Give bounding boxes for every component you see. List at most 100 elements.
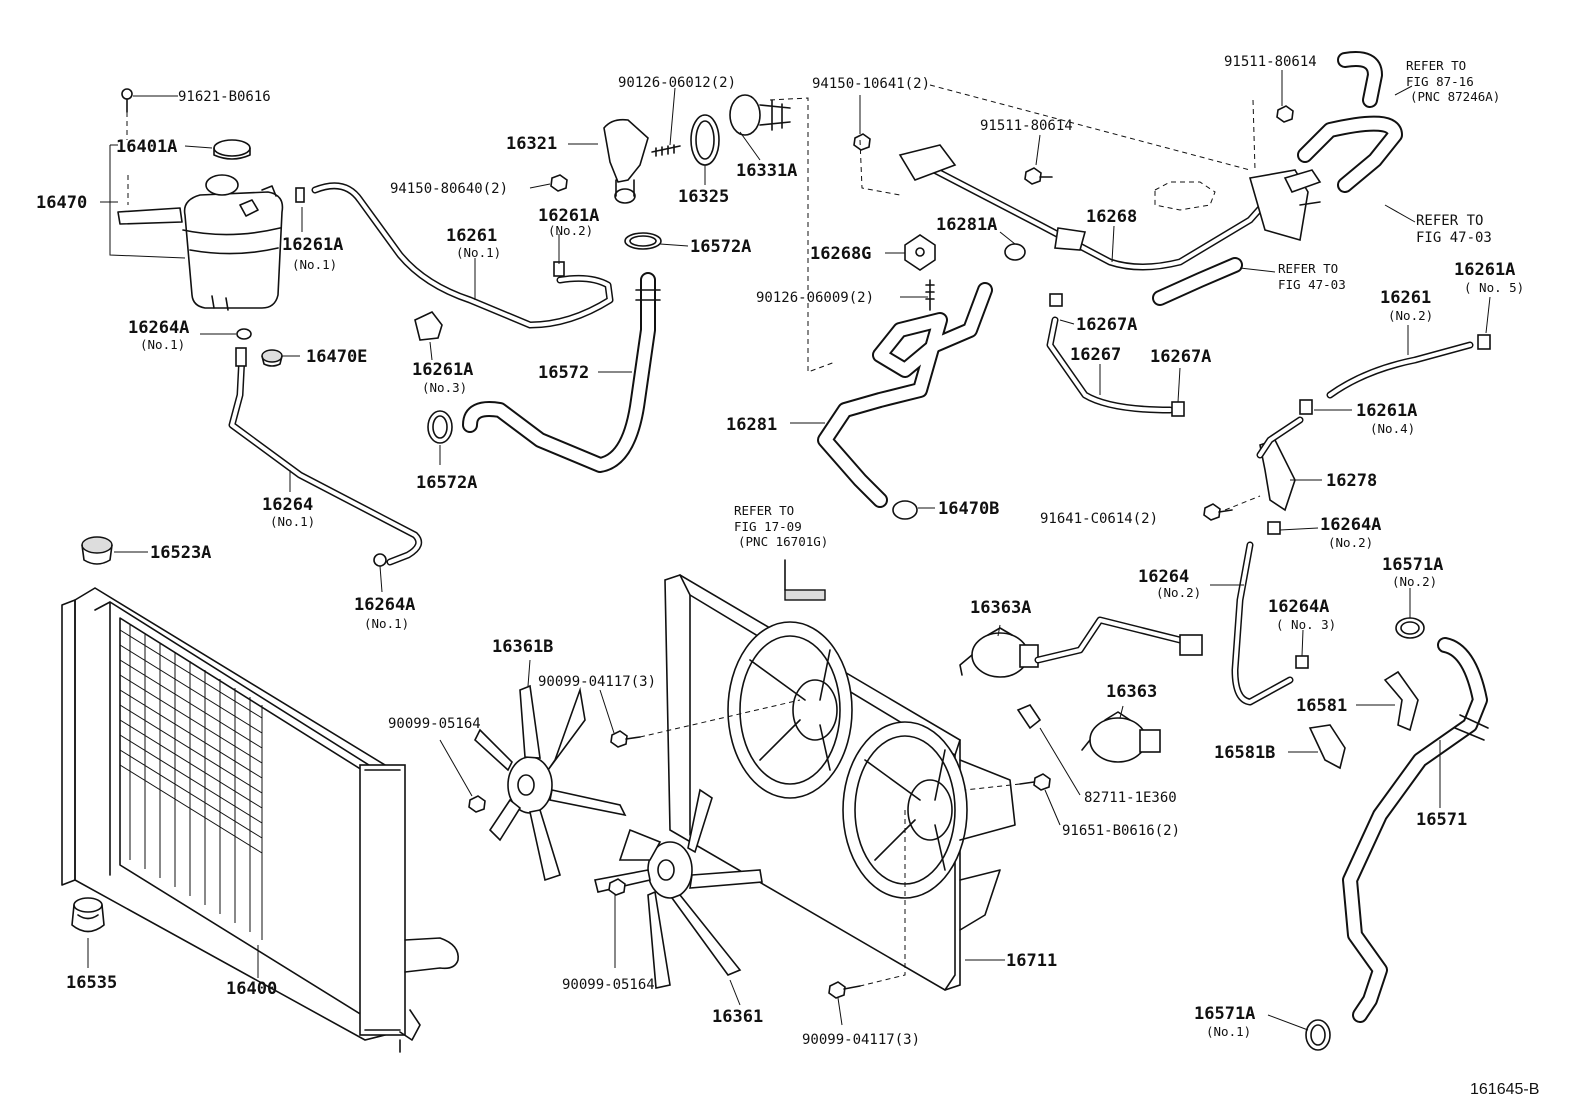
label-refer-87-pnc: (PNC 87246A) — [1410, 89, 1500, 104]
label-16261-no2: 16261 — [1380, 288, 1431, 308]
label-no1-e: (No.1) — [456, 245, 501, 260]
label-no2-c: (No.2) — [1328, 535, 1373, 550]
label-90099-04117-b: 90099-04117(3) — [802, 1032, 920, 1048]
radiator-core-fins — [119, 625, 263, 940]
clip-16264A-no2 — [1267, 521, 1281, 535]
label-refer-47a: REFER TO — [1416, 213, 1483, 229]
label-no1-a: (No.1) — [292, 257, 337, 272]
label-16264a-no1-bot: 16264A — [354, 595, 415, 615]
hose-16571 — [1342, 637, 1489, 1023]
label-16711: 16711 — [1006, 951, 1057, 971]
label-16264a-no3: 16264A — [1268, 597, 1329, 617]
nut-94150-10641 — [853, 133, 871, 151]
radiator-16400 — [61, 587, 459, 1053]
label-refer-47a-fig: FIG 47-03 — [1416, 230, 1492, 246]
bolt-90126-06012 — [651, 144, 681, 157]
label-16264-no2: 16264 — [1138, 567, 1189, 587]
gasket-16325 — [690, 114, 720, 166]
label-16261a-no4: 16261A — [1356, 401, 1417, 421]
hose-refer-87-16 — [1297, 51, 1403, 193]
label-no2-a: (No.2) — [548, 223, 593, 238]
label-90126-06009: 90126-06009(2) — [756, 290, 874, 306]
bracket-16278 — [1256, 416, 1304, 512]
hose-refer-47-03 — [1152, 257, 1243, 306]
nut-90099-05164-a — [468, 795, 486, 813]
label-16261-no1: 16261 — [446, 226, 497, 246]
bolt-91511-a — [1024, 167, 1053, 185]
bolt-91651 — [1019, 773, 1051, 791]
label-16261a-no2: 16261A — [538, 206, 599, 226]
nut-90099-05164-b — [608, 878, 626, 896]
label-16264-no1: 16264 — [262, 495, 313, 515]
thermostat-16331A — [729, 94, 791, 136]
label-16470e: 16470E — [306, 347, 367, 367]
hose-16264-no1 — [228, 347, 423, 566]
label-90099-05164-b: 90099-05164 — [562, 977, 655, 993]
label-91641-c0614: 91641-C0614(2) — [1040, 511, 1158, 527]
label-94150-80640: 94150-80640(2) — [390, 181, 508, 197]
clip-16261A-no3 — [414, 311, 443, 341]
label-16268g: 16268G — [810, 244, 871, 264]
label-94150-10641: 94150-10641(2) — [812, 76, 930, 92]
label-16325: 16325 — [678, 187, 729, 207]
label-16321: 16321 — [506, 134, 557, 154]
label-16281: 16281 — [726, 415, 777, 435]
label-90099-05164-a: 90099-05164 — [388, 716, 481, 732]
bolt-91511-b — [1276, 105, 1294, 123]
clip-16581 — [1383, 670, 1419, 732]
hose-16572 — [462, 272, 661, 473]
clip-16261A-no4 — [1299, 399, 1313, 415]
label-16400: 16400 — [226, 979, 277, 999]
label-16264a-no2: 16264A — [1320, 515, 1381, 535]
label-no2-e: (No.2) — [1392, 574, 1437, 589]
label-16331a: 16331A — [736, 161, 797, 181]
label-refer-87: REFER TO — [1406, 58, 1466, 73]
gasket-16268G — [904, 234, 936, 271]
label-16268: 16268 — [1086, 207, 1137, 227]
fan-motor-16363 — [1081, 711, 1161, 763]
label-16470b: 16470B — [938, 499, 999, 519]
label-90126-06012: 90126-06012(2) — [618, 75, 736, 91]
label-16261a-no1: 16261A — [282, 235, 343, 255]
label-no1-f: (No.1) — [1206, 1024, 1251, 1039]
label-no2-b: (No.2) — [1388, 308, 1433, 323]
label-no4-a: (No.4) — [1370, 421, 1415, 436]
water-outlet-pipe-16268 — [898, 144, 1322, 271]
clip-16264A-no1-bot — [373, 553, 387, 567]
label-no5-a: ( No. 5) — [1464, 280, 1524, 295]
hose-16261-no2 — [1326, 341, 1474, 399]
clip-16267A-b — [1171, 401, 1185, 417]
bolt-91621 — [121, 88, 133, 140]
clamp-16571A-no2 — [1395, 617, 1425, 639]
cushion-16535 — [71, 897, 105, 933]
clamp-16571A-no1 — [1305, 1019, 1331, 1051]
label-16470: 16470 — [36, 193, 87, 213]
label-16571a-no2: 16571A — [1382, 555, 1443, 575]
fan-shroud-16711 — [664, 559, 1016, 991]
figure-code: 161645-B — [1470, 1081, 1539, 1098]
water-inlet-16321 — [603, 118, 649, 204]
clip-16264A-no3 — [1295, 655, 1309, 669]
clamp-16572A-top — [624, 232, 662, 250]
hose-16267 — [1046, 316, 1174, 414]
label-16572a-bot: 16572A — [416, 473, 477, 493]
fan-16361B — [474, 684, 627, 882]
label-16571a-no1: 16571A — [1194, 1004, 1255, 1024]
bolt-90099-04117-b — [828, 981, 861, 999]
label-91511-80614-b: 91511-80614 — [1224, 54, 1317, 70]
label-refer-87-fig: FIG 87-16 — [1406, 74, 1474, 89]
clip-16261A-no2 — [553, 261, 565, 277]
reservoir-cap — [213, 139, 251, 160]
label-16581: 16581 — [1296, 696, 1347, 716]
label-16535: 16535 — [66, 973, 117, 993]
label-refer-47b-fig: FIG 47-03 — [1278, 277, 1346, 292]
label-16401a: 16401A — [116, 137, 177, 157]
label-16363a: 16363A — [970, 598, 1031, 618]
label-no1-b: (No.1) — [140, 337, 185, 352]
label-no2-d: (No.2) — [1156, 585, 1201, 600]
label-16361: 16361 — [712, 1007, 763, 1027]
label-91621-b0616: 91621-B0616 — [178, 89, 271, 105]
label-no3-a: (No.3) — [422, 380, 467, 395]
clip-16264A-no1-top — [236, 328, 252, 340]
